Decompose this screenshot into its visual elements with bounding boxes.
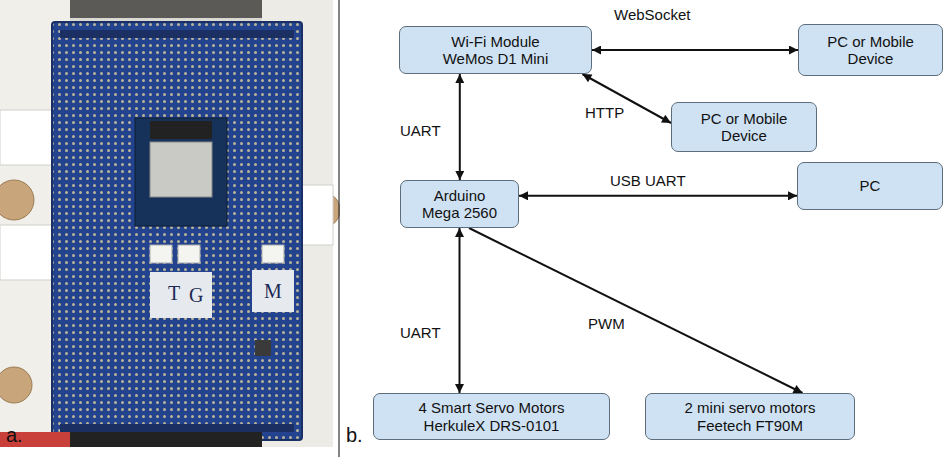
connector-arrow (459, 228, 461, 393)
box-label: Arduino Mega 2560 (417, 187, 502, 222)
process-box: PC or Mobile Device (798, 24, 943, 76)
box-label: Wi-Fi Module WeMos D1 Mini (433, 33, 558, 68)
antenna (150, 121, 212, 139)
tape-label: M (264, 280, 282, 303)
signal-label: WebSocket (612, 6, 692, 24)
box-label: 2 mini servo motors Feetech FT90M (673, 399, 828, 434)
header-row (60, 30, 294, 38)
panel-letter: b. (346, 424, 363, 447)
process-box: Arduino Mega 2560 (400, 180, 519, 228)
wemos-module (135, 118, 227, 226)
process-box: Wi-Fi Module WeMos D1 Mini (399, 26, 592, 74)
connector-arrow (459, 74, 461, 180)
connector (178, 245, 200, 263)
connector (262, 245, 284, 263)
tape (252, 270, 294, 312)
signal-label: PWM (586, 315, 627, 333)
box-label: PC or Mobile Device (816, 33, 926, 68)
housing-top (70, 0, 262, 18)
divider-line (338, 0, 339, 457)
tape-label: G (189, 284, 203, 307)
photo-ground (0, 0, 333, 447)
process-box: 2 mini servo motors Feetech FT90M (645, 393, 855, 440)
box-label: 4 Smart Servo Motors HerkuleX DRS-0101 (407, 399, 577, 434)
gear (0, 180, 34, 220)
process-box: PC or Mobile Device (671, 102, 817, 152)
box-label: PC or Mobile Device (689, 110, 799, 145)
signal-label: UART (398, 324, 443, 342)
panel-letter: a. (6, 424, 23, 447)
connector-arrow (582, 74, 671, 123)
rf-shield (150, 142, 212, 197)
board-photo (0, 0, 340, 457)
connector (150, 245, 172, 263)
process-box: PC (797, 162, 943, 210)
proto-shield (52, 22, 302, 440)
reset-button (255, 340, 271, 356)
tape-label: T (168, 282, 180, 305)
box-label: PC (860, 177, 881, 194)
connector-arrow (469, 228, 802, 393)
header-row (60, 424, 294, 432)
signal-label: UART (398, 122, 443, 140)
connector-arrow (519, 195, 797, 197)
signal-label: HTTP (583, 104, 626, 122)
process-box: 4 Smart Servo Motors HerkuleX DRS-0101 (373, 393, 610, 440)
connector-arrow (592, 49, 798, 51)
tape (150, 272, 212, 318)
gear (0, 367, 32, 403)
housing-bottom (70, 432, 262, 447)
signal-label: USB UART (608, 172, 688, 190)
